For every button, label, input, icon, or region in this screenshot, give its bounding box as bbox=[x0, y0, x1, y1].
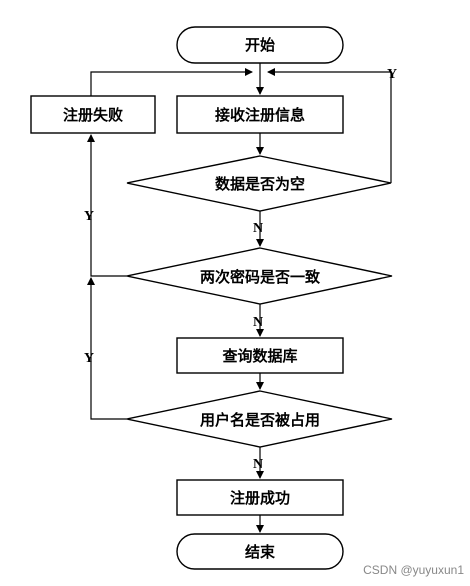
label-empty-no: N bbox=[253, 221, 263, 236]
start-terminal: 开始 bbox=[176, 26, 344, 64]
query-db-process: 查询数据库 bbox=[176, 337, 344, 374]
query-db-label: 查询数据库 bbox=[222, 347, 297, 365]
check-username-decision: 用户名是否被占用 bbox=[126, 390, 393, 448]
fail-label: 注册失败 bbox=[63, 106, 123, 124]
check-empty-label: 数据是否为空 bbox=[215, 175, 305, 193]
watermark: CSDN @yuyuxun1 bbox=[363, 563, 464, 577]
label-username-no: N bbox=[253, 457, 263, 472]
arrow-empty-yes-loop bbox=[267, 68, 392, 183]
start-label: 开始 bbox=[245, 36, 275, 54]
arrow-username-yes bbox=[87, 277, 127, 420]
receive-label: 接收注册信息 bbox=[215, 106, 305, 124]
success-label: 注册成功 bbox=[230, 489, 290, 507]
label-empty-yes: Y bbox=[387, 67, 397, 82]
check-empty-decision: 数据是否为空 bbox=[126, 155, 392, 212]
success-process: 注册成功 bbox=[176, 479, 344, 516]
check-username-label: 用户名是否被占用 bbox=[200, 411, 320, 429]
label-password-no: N bbox=[253, 315, 263, 330]
end-terminal: 结束 bbox=[176, 533, 344, 570]
arrow-password-yes bbox=[87, 134, 127, 277]
label-username-yes: Y bbox=[84, 351, 94, 366]
end-label: 结束 bbox=[245, 543, 276, 561]
arrow-fail-loop bbox=[90, 68, 253, 96]
receive-process: 接收注册信息 bbox=[176, 95, 344, 134]
fail-process: 注册失败 bbox=[30, 95, 156, 134]
check-password-label: 两次密码是否一致 bbox=[200, 268, 321, 286]
label-password-yes: Y bbox=[84, 209, 94, 224]
check-password-decision: 两次密码是否一致 bbox=[126, 247, 393, 305]
